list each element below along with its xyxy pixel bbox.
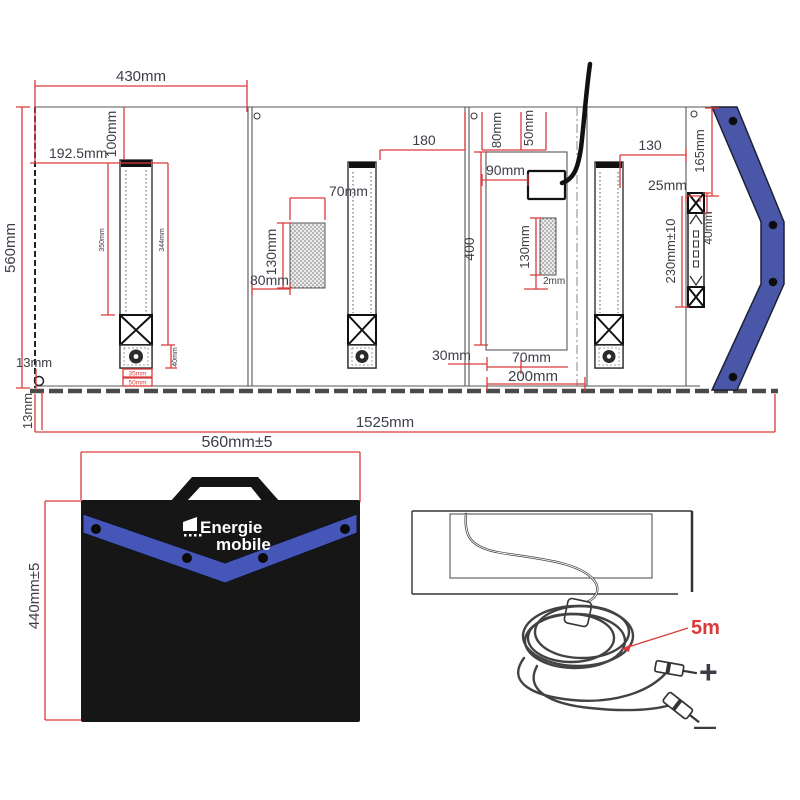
dim-grommet-w-outer: 50mm [128,380,146,387]
cable-lead [464,512,599,605]
panel-back-frame [411,510,694,595]
corner-marker [253,112,261,120]
velcro-strip-2 [347,161,377,369]
dim-p3-pocket-height: 130mm [517,225,532,268]
rivet [182,553,192,563]
blue-corner-flap [710,106,785,391]
connector-negative [662,691,700,724]
polarity-minus: — [694,714,716,739]
corner-marker [690,110,698,118]
dim-p2-strip-to-edge: 180 [412,132,436,148]
panel-grommet [33,375,45,387]
rivet [91,524,101,534]
dim-p3-bottom-b: 200mm [508,368,558,385]
hatched-pocket-panel3 [539,217,557,276]
dim-bag-width: 560mm±5 [201,434,272,451]
dim-strip-len-right: 344mm [159,228,166,252]
dim-edge-gap-h: 13mm [16,355,52,370]
brand-line2: mobile [216,535,271,554]
velcro-strip-3 [594,161,624,369]
rivet [258,553,268,563]
corner-marker [470,112,478,120]
dim-p3-gland-a: 80mm [489,112,504,148]
dim-p3-bottom-gap: 30mm [432,347,471,363]
dim-panel1-width: 430mm [116,68,166,85]
bag-dimension-lines [44,451,361,721]
output-cable [559,61,593,186]
dim-p3-bottom-a: 70mm [512,349,551,365]
dim-edge-gap-v: 13mm [20,393,35,429]
dim-grommet-w-inner: 35mm [128,371,146,378]
dimension-lines [16,80,776,433]
dim-p3-gland-b: 50mm [521,110,536,146]
dim-p4-zip-gap: 25mm [648,177,687,193]
dim-panel-height: 560mm [2,223,19,273]
hatched-pocket-panel2 [289,222,326,289]
dim-p4-xbox-height: 40mm [701,211,715,244]
brand-logo: Energie mobile [183,517,271,554]
connector-positive [654,659,698,677]
logo-icon [183,517,197,531]
dim-p2-pocket-width: 70mm [329,183,368,199]
dim-grommet-height: 40mm [172,347,179,367]
dim-p3-gland-left: 90mm [486,162,525,178]
junction-box [526,61,593,201]
strap-rivets [91,524,350,563]
rivet [768,220,778,230]
dimension-labels: 430mm 560mm 192.5mm 100mm 350mm 344mm 40… [2,68,715,431]
dim-p3-pocket-gap: 2mm [543,276,565,287]
cable-tie-clip [563,597,593,628]
dim-p3-cell-height: 400 [461,237,477,261]
dim-p4-strip-to-edge: 130 [638,137,662,153]
rivet [728,116,738,126]
dim-p2-pocket-offset: 80mm [250,272,289,288]
panel3-cell-area [485,107,588,386]
cable-kit-drawing: 5m + — [411,510,720,739]
zipper-strip [687,192,705,308]
cable-length-callout: 5m [621,617,720,652]
rivet [768,277,778,287]
rivet [340,524,350,534]
dim-p4-flap-top: 165mm [692,129,707,172]
rivet [728,372,738,382]
dim-total-width: 1525mm [356,414,414,431]
dim-strip-offset: 192.5mm [49,145,107,161]
cable-tail-positive [517,656,667,702]
brand-line1: Energie [200,518,262,537]
cable-length-label: 5m [691,617,720,639]
folded-bag-drawing: 560mm±5 440mm±5 Energie mobile [26,434,361,722]
dim-p4-zip-length: 230mm±10 [663,219,678,284]
velcro-strip-1 [119,159,153,369]
polarity-plus: + [699,654,718,690]
dim-strip-len-left: 350mm [99,228,106,252]
bag-strap [82,513,358,584]
cable-coil [521,604,635,670]
dim-p2-pocket-height: 130mm [263,229,279,276]
dim-strip-top-gap: 100mm [103,111,119,158]
dim-bag-height: 440mm±5 [26,563,43,630]
carry-handle [170,477,280,502]
unfolded-panel-drawing: 430mm 560mm 192.5mm 100mm 350mm 344mm 40… [2,61,785,433]
